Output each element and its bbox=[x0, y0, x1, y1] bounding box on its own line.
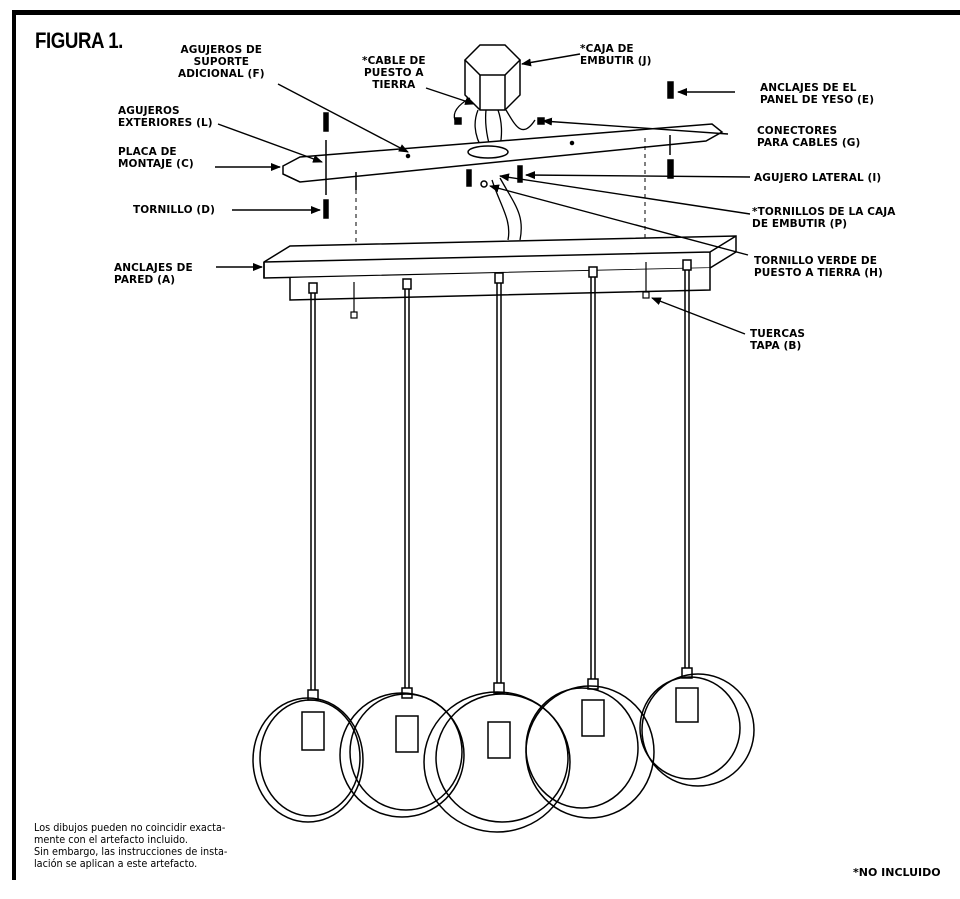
label-cable-tierra: *CABLE DE PUESTO A TIERRA bbox=[362, 55, 426, 91]
label-placa-montaje: PLACA DE MONTAJE (C) bbox=[118, 146, 194, 170]
not-included-note: *NO INCLUIDO bbox=[853, 866, 941, 879]
pendant-5 bbox=[639, 259, 755, 787]
label-tornillo-verde: TORNILLO VERDE DE PUESTO A TIERRA (H) bbox=[754, 255, 883, 279]
pendants bbox=[252, 259, 755, 833]
pendant-4 bbox=[525, 266, 655, 819]
label-agujeros-exteriores: AGUJEROS EXTERIORES (L) bbox=[118, 105, 213, 129]
label-caja-embutir: *CAJA DE EMBUTIR (J) bbox=[580, 43, 652, 67]
callout-arrows bbox=[215, 53, 751, 335]
disclaimer-note: Los dibujos pueden no coincidir exacta- … bbox=[34, 822, 228, 870]
label-tornillos-caja: *TORNILLOS DE LA CAJA DE EMBUTIR (P) bbox=[752, 206, 896, 230]
screws bbox=[323, 81, 674, 219]
wires bbox=[453, 97, 536, 241]
cap-nuts bbox=[350, 262, 650, 319]
label-agujero-lateral: AGUJERO LATERAL (I) bbox=[754, 172, 882, 184]
canopy-bar bbox=[263, 235, 737, 301]
pendant-3 bbox=[423, 272, 571, 833]
label-tornillo: TORNILLO (D) bbox=[133, 204, 215, 216]
pendant-1 bbox=[252, 282, 364, 823]
label-tuercas-tapa: TUERCAS TAPA (B) bbox=[750, 328, 806, 352]
label-anclajes-pared: ANCLAJES DE PARED (A) bbox=[114, 262, 193, 286]
junction-box bbox=[463, 44, 522, 111]
label-agujeros-soporte: AGUJEROS DE SUPORTE ADICIONAL (F) bbox=[178, 44, 265, 80]
mounting-plate bbox=[282, 123, 724, 183]
label-anclajes-yeso: ANCLAJES DE EL PANEL DE YESO (E) bbox=[760, 82, 875, 106]
pendant-2 bbox=[339, 278, 465, 818]
figure-frame bbox=[12, 10, 960, 880]
alignment-lines bbox=[355, 138, 646, 256]
figure-title: FIGURA 1. bbox=[35, 28, 123, 53]
label-conectores: CONECTORES PARA CABLES (G) bbox=[757, 125, 861, 149]
